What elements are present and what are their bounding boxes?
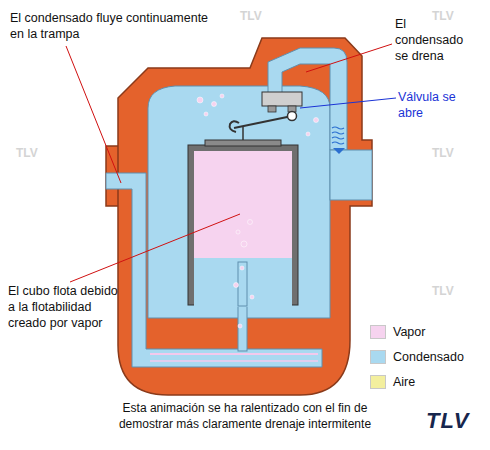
callout-text: El condensado se drena bbox=[395, 16, 470, 64]
leader-line bbox=[70, 214, 240, 282]
leader-line bbox=[300, 98, 396, 108]
bucket-water bbox=[194, 258, 292, 307]
watermark: TLV bbox=[432, 283, 454, 299]
legend-text: Condensado bbox=[393, 349, 464, 365]
lever-rod bbox=[242, 126, 244, 140]
leader-line bbox=[66, 46, 121, 183]
watermark: TLV bbox=[432, 8, 454, 24]
lever-hook bbox=[230, 121, 239, 132]
flow-arrow bbox=[333, 148, 345, 154]
outlet-port bbox=[330, 150, 372, 200]
legend-text: Vapor bbox=[393, 324, 425, 340]
flow-waves bbox=[332, 127, 344, 144]
legend-text: Aire bbox=[393, 374, 415, 390]
watermark: TLV bbox=[16, 145, 38, 161]
legend-swatch bbox=[370, 350, 386, 364]
callout-text: El condensado fluye continuamente en la … bbox=[10, 10, 215, 42]
trap-body bbox=[118, 38, 372, 395]
watermark: TLV bbox=[240, 8, 262, 24]
legend-swatch bbox=[370, 325, 386, 339]
valve-ball bbox=[288, 112, 297, 121]
watermark: TLV bbox=[432, 145, 454, 161]
callout-text: El cubo flota debido a la flotabilidad c… bbox=[8, 283, 118, 331]
riser-tube bbox=[238, 262, 247, 351]
vapor-streak bbox=[150, 360, 318, 362]
valve-nozzle bbox=[268, 106, 276, 112]
chamber bbox=[148, 86, 330, 318]
leader-line bbox=[306, 44, 392, 72]
riser-tube bbox=[238, 262, 247, 306]
callout-text: Válvula se abre bbox=[398, 89, 480, 121]
legend-swatch bbox=[370, 375, 386, 389]
bucket-vapor bbox=[194, 151, 292, 258]
bucket-cap bbox=[205, 140, 281, 146]
vapor-streak bbox=[150, 353, 318, 355]
vapor-bubbles bbox=[197, 94, 319, 328]
brand-logo: TLV bbox=[426, 413, 469, 429]
caption: Esta animación se ha ralentizado con el … bbox=[95, 400, 395, 432]
valve-seat bbox=[262, 92, 302, 106]
